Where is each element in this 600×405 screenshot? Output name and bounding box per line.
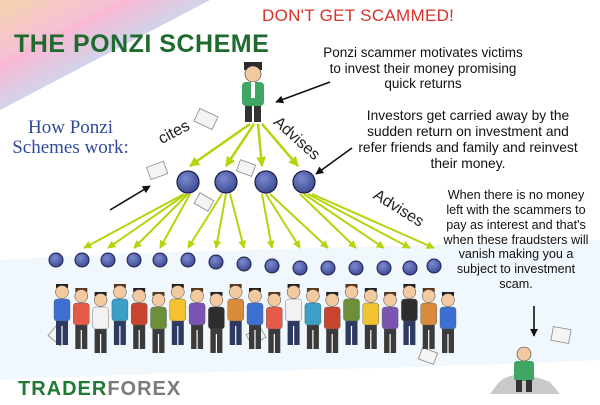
level-2-investors [48,252,442,276]
victim-person [208,292,225,353]
victim-person [53,284,71,345]
victim-person [73,288,90,349]
brand-logo: TRADERFOREX [18,378,181,401]
victim-person [130,288,148,349]
victim-person [343,284,360,345]
victim-person [285,284,302,345]
victim-person [362,288,379,349]
warning-heading: DON'T GET SCAMMED! [262,6,455,25]
callout-arrows [109,81,538,337]
victim-person [150,292,167,353]
scammer-arrows [189,122,299,168]
note-investors-refer: Investors get carried away by the sudden… [358,108,578,171]
note-scammers-vanish: When there is no money left with the sca… [443,188,589,292]
victim-person [246,288,264,349]
victim-person [111,284,129,345]
victim-person [304,288,322,349]
referral-arrows [83,193,435,249]
victim-person [381,292,399,353]
note-scammer-motivates: Ponzi scammer motivates victims to inves… [323,45,523,92]
victim-person [266,292,283,353]
victim-person [401,284,418,345]
scammer-figure [242,62,264,122]
victim-person [227,284,244,345]
victim-person [188,288,206,349]
page-title: THE PONZI SCHEME [14,30,270,58]
brand-part-forex: FOREX [107,378,182,400]
victim-person [92,292,109,353]
brand-part-trader: TRADER [18,378,108,400]
subtitle-how-it-works: How Ponzi Schemes work: [12,117,129,158]
victims-crowd [53,284,457,353]
level-1-investors [176,170,316,194]
vanishing-scammer [490,346,560,394]
victim-person [169,284,187,345]
victim-person [439,292,457,353]
victim-person [420,288,437,349]
victim-person [324,292,341,353]
